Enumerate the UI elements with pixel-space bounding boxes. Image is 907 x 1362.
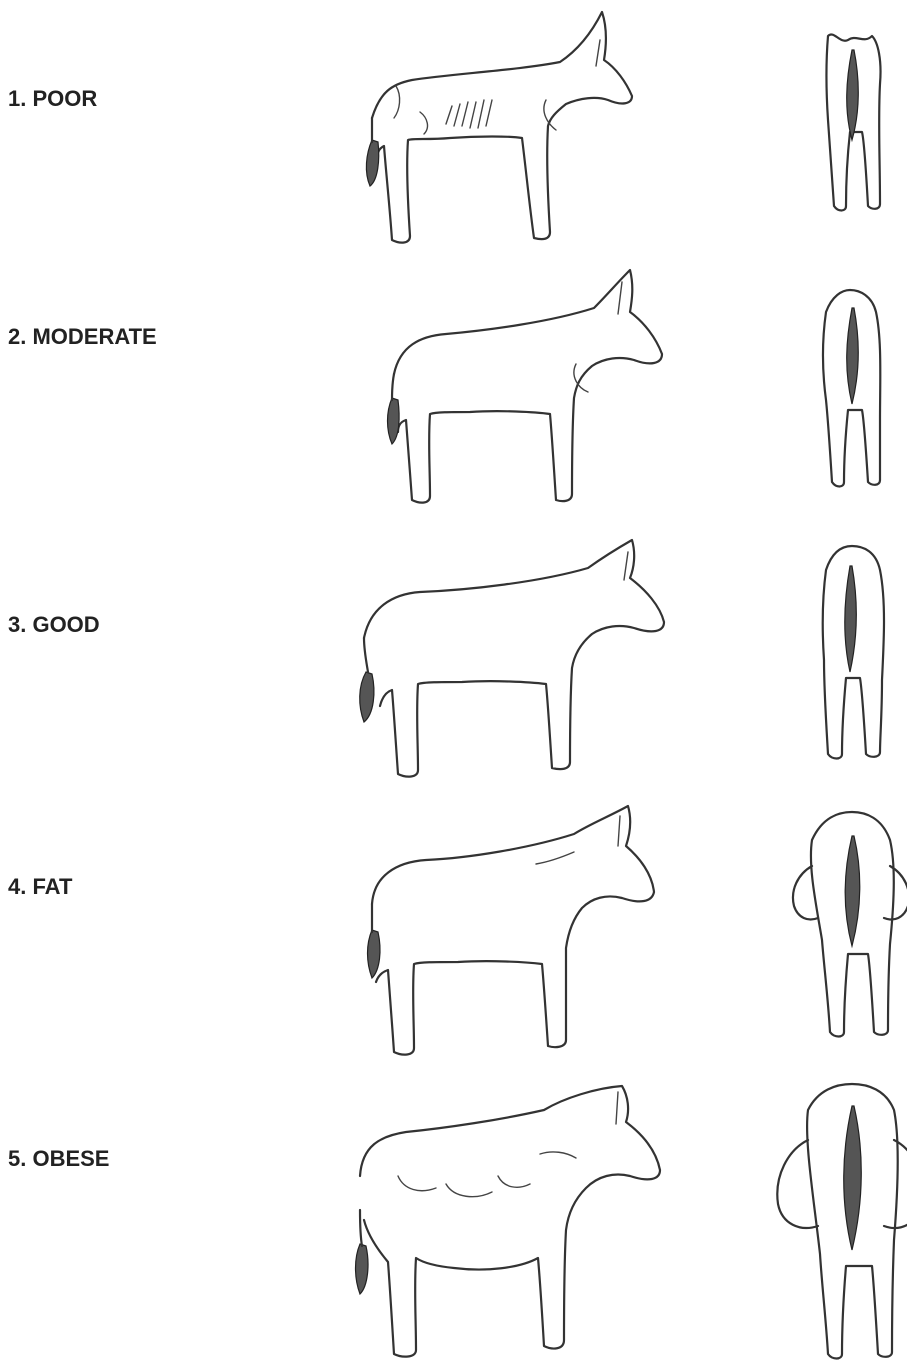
score-label-fat: 4. FAT xyxy=(8,874,73,899)
score-row-good: 3. GOOD xyxy=(8,540,884,777)
moderate-donkey-rear-icon xyxy=(823,290,880,487)
thin-donkey-rear-icon xyxy=(827,34,881,210)
good-donkey-rear-icon xyxy=(823,546,884,759)
obese-donkey-rear-icon xyxy=(777,1084,907,1359)
moderate-donkey-side-icon xyxy=(388,270,663,503)
score-label-obese: 5. OBESE xyxy=(8,1146,109,1171)
score-row-poor: 1. POOR xyxy=(8,12,881,243)
score-row-moderate: 2. MODERATE xyxy=(8,270,880,503)
obese-donkey-side-icon xyxy=(356,1086,661,1357)
fat-donkey-rear-icon xyxy=(793,812,907,1037)
score-label-poor: 1. POOR xyxy=(8,86,97,111)
thin-donkey-side-icon xyxy=(366,12,632,243)
score-label-moderate: 2. MODERATE xyxy=(8,324,157,349)
score-row-obese: 5. OBESE xyxy=(8,1084,907,1359)
fat-donkey-side-icon xyxy=(368,806,655,1055)
score-label-good: 3. GOOD xyxy=(8,612,100,637)
good-donkey-side-icon xyxy=(360,540,664,777)
score-row-fat: 4. FAT xyxy=(8,806,907,1055)
